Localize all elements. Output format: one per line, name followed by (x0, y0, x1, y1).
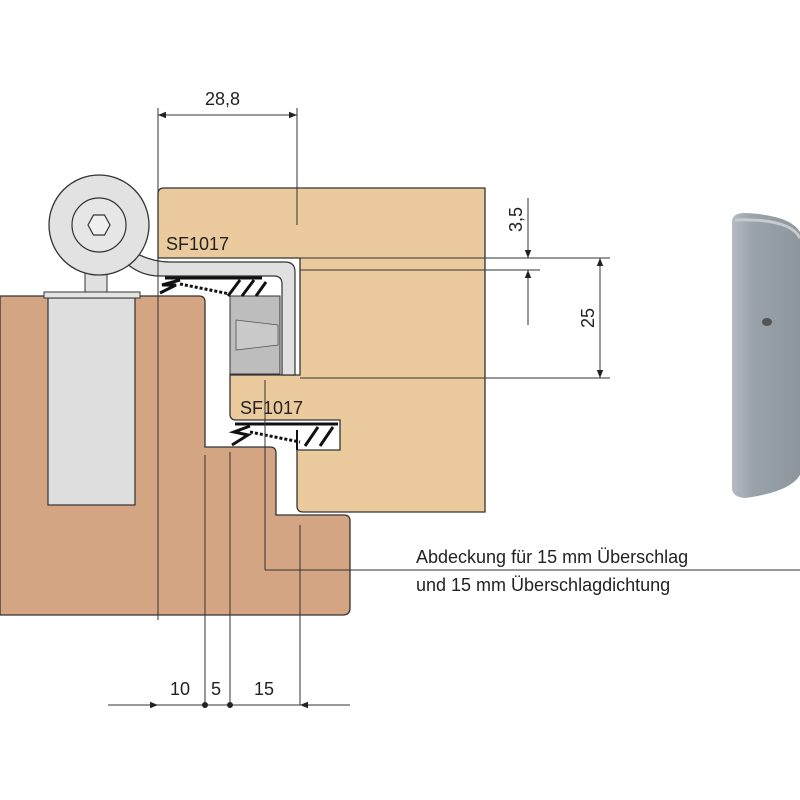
dim-bottom-3: 15 (254, 679, 274, 699)
hex-screw-icon (87, 214, 111, 236)
annotation-line-2: und 15 mm Überschlagdichtung (416, 575, 670, 595)
dimension-dot (227, 702, 233, 708)
seal-label-lower: SF1017 (240, 398, 303, 418)
seal-upper (159, 276, 268, 297)
dimension-lines (108, 108, 800, 709)
seal-lower (228, 422, 338, 450)
dim-gap: 3,5 (506, 207, 526, 232)
seal-label-upper: SF1017 (166, 234, 229, 254)
dim-height: 25 (578, 308, 598, 328)
cover-cap-product (732, 213, 800, 498)
dim-top-width: 28,8 (205, 89, 240, 109)
dim-bottom-2: 5 (211, 679, 221, 699)
hinge-plate (43, 291, 141, 299)
hinge-post (47, 297, 136, 506)
dimension-dot (202, 702, 208, 708)
annotation-line-1: Abdeckung für 15 mm Überschlag (416, 547, 688, 567)
hinge-arm (124, 249, 296, 376)
dim-bottom-1: 10 (170, 679, 190, 699)
